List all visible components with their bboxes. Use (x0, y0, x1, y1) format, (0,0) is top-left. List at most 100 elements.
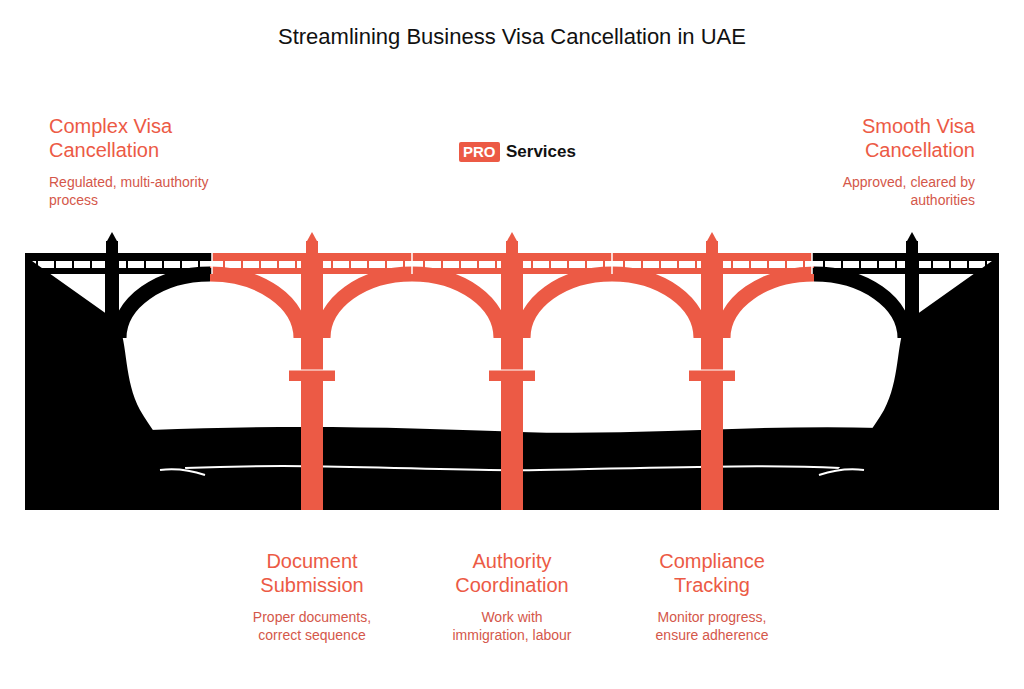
step-heading: Smooth Visa Cancellation (815, 114, 975, 162)
railing-post (349, 261, 351, 268)
step-heading: Complex Visa Cancellation (49, 114, 209, 162)
step-description: Approved, cleared by authorities (815, 173, 975, 209)
railing-post (54, 261, 56, 268)
arch (523, 274, 612, 338)
left-cliff (25, 256, 228, 510)
arch (412, 274, 501, 338)
railing-post (331, 261, 333, 268)
railing-post (641, 261, 643, 268)
railing-post (823, 261, 825, 268)
cliff-line (819, 469, 864, 475)
step-description: Monitor progress, ensure adherence (642, 608, 782, 644)
railing-post (877, 261, 879, 268)
railing-post (259, 261, 261, 268)
collar-line (289, 370, 335, 371)
deck-joint (211, 253, 213, 274)
railing-post (441, 261, 443, 268)
arch (119, 274, 210, 338)
railing-post (385, 261, 387, 268)
railing-post (144, 261, 146, 268)
railing-post (785, 261, 787, 268)
pillar (301, 253, 323, 510)
pillar-top (306, 241, 318, 255)
railing-post (277, 261, 279, 268)
pillar-tip (507, 232, 517, 241)
railing-post (767, 261, 769, 268)
railing-post (895, 261, 897, 268)
diagram-title: Streamlining Business Visa Cancellation … (278, 24, 746, 50)
railing-post (585, 261, 587, 268)
collar-line (489, 370, 535, 371)
deck-joint (411, 253, 413, 274)
pillar-top (106, 241, 118, 255)
railing-post (223, 261, 225, 268)
step-label: Complex Visa CancellationRegulated, mult… (49, 114, 244, 209)
logo-mark: PRO (459, 142, 500, 162)
step-description: Proper documents, correct sequence (242, 608, 382, 644)
pillar-tip (107, 232, 117, 241)
deck-joint (611, 253, 613, 274)
step-description: Regulated, multi-authority process (49, 173, 244, 209)
pillar (701, 253, 723, 510)
pillar-tip (907, 232, 917, 241)
collar-line (689, 370, 735, 371)
pillar (501, 253, 523, 510)
right-cliff (796, 256, 999, 510)
railing-post (72, 261, 74, 268)
step-label: Authority CoordinationWork with immigrat… (442, 549, 582, 644)
railing-post (403, 261, 405, 268)
railing-post (126, 261, 128, 268)
step-label: Document SubmissionProper documents, cor… (242, 549, 382, 644)
railing-post (731, 261, 733, 268)
railing-post (549, 261, 551, 268)
railing-post (967, 261, 969, 268)
railing-post (695, 261, 697, 268)
pillar-tip (707, 232, 717, 241)
arch (210, 274, 301, 338)
arch (723, 274, 814, 338)
pillar (905, 253, 919, 333)
step-label: Compliance TrackingMonitor progress, ens… (642, 549, 782, 644)
railing-post (603, 261, 605, 268)
railing-post (531, 261, 533, 268)
pillar-top (506, 241, 518, 255)
railing-post (180, 261, 182, 268)
railing-post (90, 261, 92, 268)
arch (323, 274, 412, 338)
step-heading: Document Submission (242, 549, 382, 597)
railing-post (841, 261, 843, 268)
pillar-tip (307, 232, 317, 241)
railing-post (423, 261, 425, 268)
railing-post (803, 261, 805, 268)
pillar-collar (289, 370, 335, 381)
pillar-top (706, 241, 718, 255)
railing-post (677, 261, 679, 268)
railing-post (459, 261, 461, 268)
pillar (105, 253, 119, 333)
railing-post (198, 261, 200, 268)
pillar-top (906, 241, 918, 255)
pillars (105, 232, 919, 510)
railing-post (931, 261, 933, 268)
logo-text: Services (506, 142, 576, 162)
step-heading: Compliance Tracking (642, 549, 782, 597)
railing-post (567, 261, 569, 268)
railing-post (495, 261, 497, 268)
railing-post (36, 261, 38, 268)
step-description: Work with immigration, labour (442, 608, 582, 644)
arch (612, 274, 701, 338)
railing-post (162, 261, 164, 268)
deck-joint (811, 253, 813, 274)
railing-post (367, 261, 369, 268)
railing-post (859, 261, 861, 268)
railing-post (623, 261, 625, 268)
step-label: Smooth Visa CancellationApproved, cleare… (815, 114, 975, 209)
railing-post (241, 261, 243, 268)
railing-post (295, 261, 297, 268)
railing-post (949, 261, 951, 268)
railing-post (659, 261, 661, 268)
pillar-collar (689, 370, 735, 381)
step-heading: Authority Coordination (442, 549, 582, 597)
railing-post (477, 261, 479, 268)
arch (814, 274, 905, 338)
